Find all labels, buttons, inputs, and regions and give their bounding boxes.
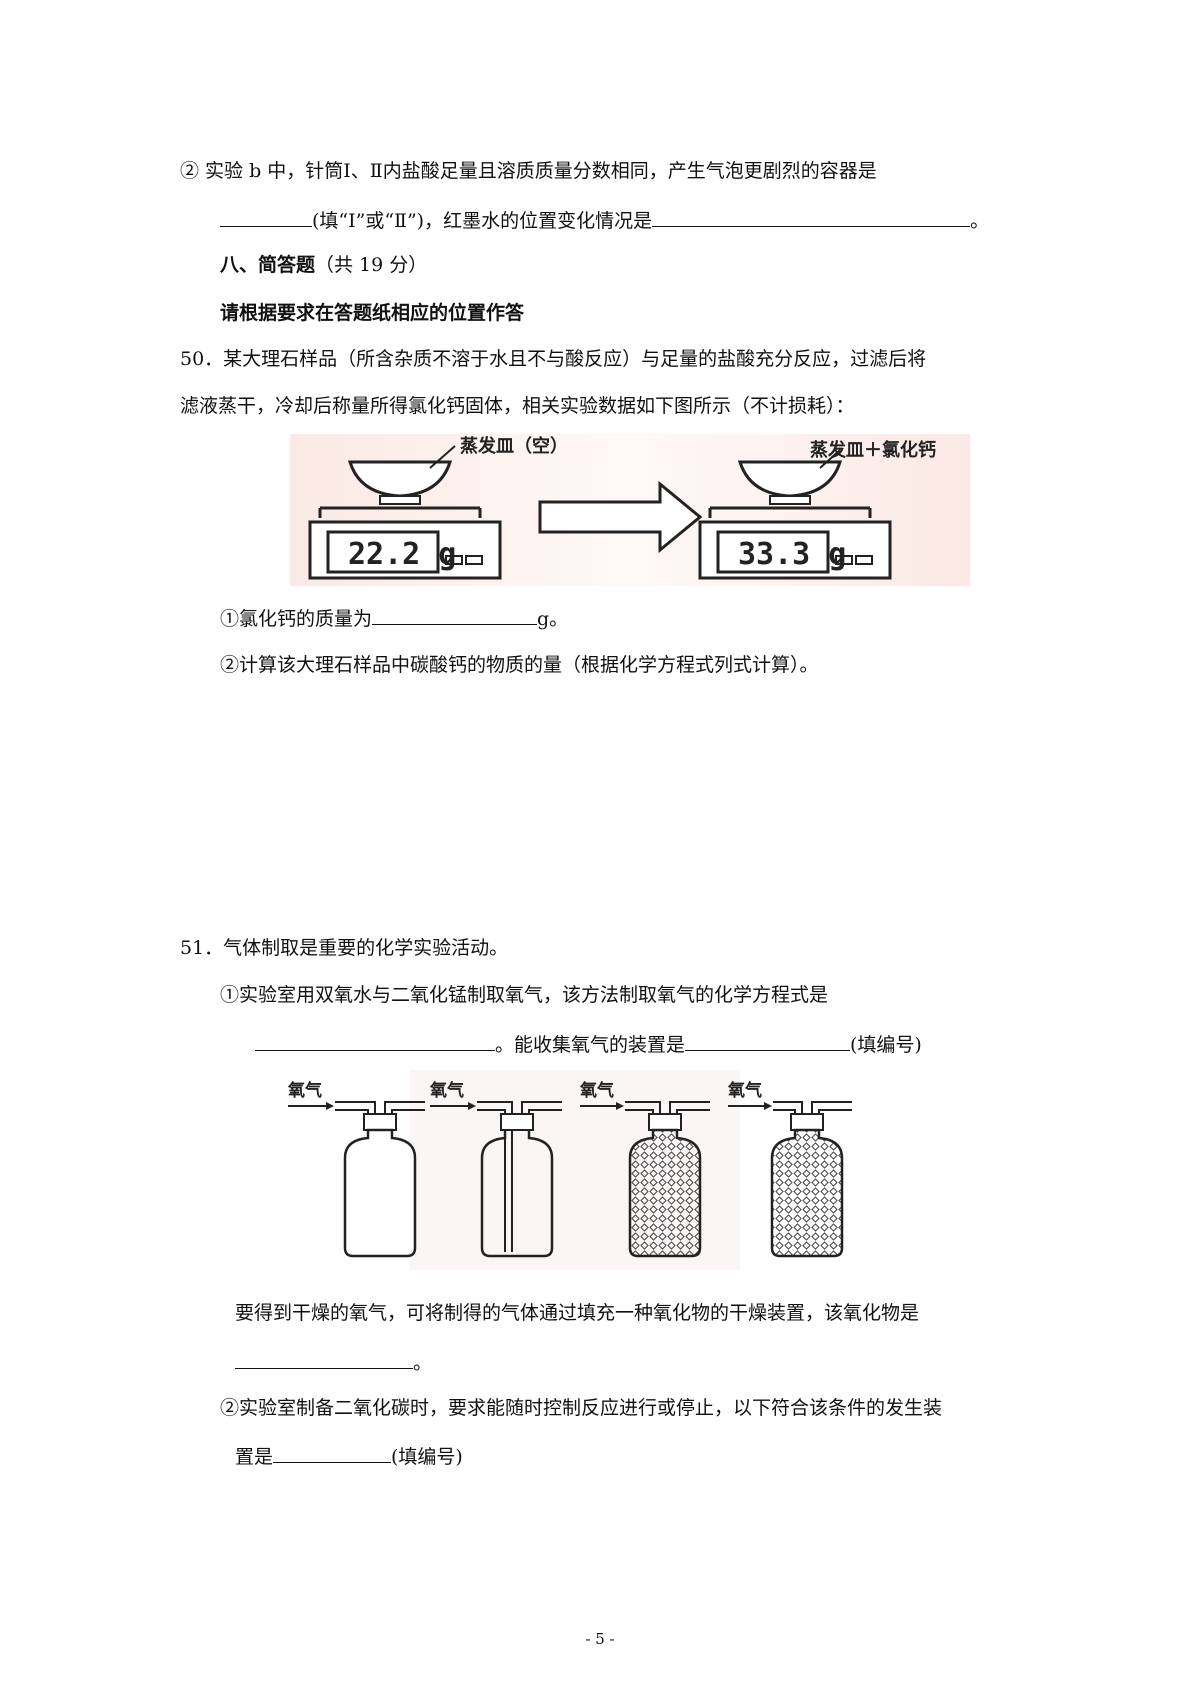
left-scale-label: 蒸发皿（空） — [460, 435, 568, 457]
gas-label: 氧气 — [579, 1080, 614, 1101]
q51-sub2-end: (填编号) — [391, 1446, 463, 1468]
right-arrow-icon — [538, 480, 703, 554]
section-points: （共 19 分） — [315, 254, 428, 276]
q51-sub2-line1: ②实验室制备二氧化碳时，要求能随时控制反应进行或停止，以下符合该条件的发生装 — [220, 1397, 943, 1419]
bottle-label-c: c — [660, 1267, 669, 1270]
left-scale — [308, 445, 502, 580]
q51-sub1-line1: ①实验室用双氧水与二氧化锰制取氧气，该方法制取氧气的化学方程式是 — [220, 984, 829, 1006]
page-number: - 5 - — [585, 1630, 615, 1648]
q51-sub2-start: 置是 — [235, 1446, 274, 1468]
q51-sub1-line2: 。能收集氧气的装置是 (填编号) — [255, 1030, 922, 1058]
answer-blank-red-ink[interactable] — [652, 206, 971, 227]
bottle-label-a: a — [374, 1267, 384, 1270]
answer-blank-cacl2-mass[interactable] — [372, 604, 538, 625]
q50-sub2: ②计算该大理石样品中碳酸钙的物质的量（根据化学方程式列式计算）。 — [220, 654, 819, 676]
q49-line1: ② 实验 b 中，针筒Ⅰ、Ⅱ内盐酸足量且溶质质量分数相同，产生气泡更剧烈的容器是 — [180, 160, 877, 182]
q50-sub1-text: ①氯化钙的质量为 — [220, 608, 373, 630]
q49-line2: (填“Ⅰ”或“Ⅱ”)，红墨水的位置变化情况是 。 — [220, 206, 989, 234]
q49-line2-text: (填“Ⅰ”或“Ⅱ”)，红墨水的位置变化情况是 — [312, 210, 653, 232]
q50-line1: 50．某大理石样品（所含杂质不溶于水且不与酸反应）与足量的盐酸充分反应，过滤后将 — [180, 348, 927, 370]
bottle-c: 氧气 c — [579, 1080, 710, 1270]
bottle-label-b: b — [512, 1267, 522, 1270]
balance-figure: 蒸发皿（空） 22.2 g 蒸发皿＋氯化钙 33.3 g — [290, 434, 970, 586]
bottle-b: 氧气 b — [429, 1080, 562, 1270]
section-heading: 八、简答题（共 19 分） — [220, 252, 427, 278]
q51-sub1-end: (填编号) — [850, 1034, 922, 1056]
q51-sub2-line2: 置是 (填编号) — [235, 1442, 463, 1470]
left-scale-reading: 22.2 g — [348, 537, 456, 572]
gas-bottles-figure: 氧气 a 氧气 b 氧气 c 氧气 d — [287, 1070, 852, 1270]
gas-label: 氧气 — [287, 1080, 322, 1101]
q51-dry-line1: 要得到干燥的氧气，可将制得的气体通过填充一种氧化物的干燥装置，该氧化物是 — [235, 1302, 920, 1324]
period: 。 — [970, 210, 990, 232]
answer-blank-equation[interactable] — [255, 1030, 495, 1051]
answer-blank-container[interactable] — [220, 206, 312, 227]
q51-dry-line2: 。 — [235, 1348, 432, 1376]
answer-blank-oxide[interactable] — [235, 1348, 413, 1369]
gas-label: 氧气 — [429, 1080, 464, 1101]
bottle-label-d: d — [802, 1267, 812, 1270]
period: 。 — [413, 1352, 433, 1374]
bottle-a: 氧气 a — [287, 1080, 425, 1270]
q50-line2: 滤液蒸干，冷却后称量所得氯化钙固体，相关实验数据如下图所示（不计损耗）： — [180, 395, 855, 417]
right-scale-reading: 33.3 g — [738, 537, 846, 572]
q51-sub1-mid: 。能收集氧气的装置是 — [495, 1034, 686, 1056]
right-scale-label: 蒸发皿＋氯化钙 — [810, 439, 936, 461]
q50-sub1: ①氯化钙的质量为 g。 — [220, 604, 568, 632]
section-instruction: 请根据要求在答题纸相应的位置作答 — [220, 302, 525, 324]
right-scale — [698, 449, 892, 580]
q51-line1: 51．气体制取是重要的化学实验活动。 — [180, 937, 509, 959]
answer-blank-collect-device[interactable] — [685, 1030, 851, 1051]
answer-blank-co2-device[interactable] — [273, 1442, 392, 1463]
gas-label: 氧气 — [727, 1080, 762, 1101]
unit-g: g。 — [537, 608, 569, 630]
bottle-d: 氧气 d — [727, 1080, 852, 1270]
section-title: 八、简答题 — [220, 254, 316, 276]
